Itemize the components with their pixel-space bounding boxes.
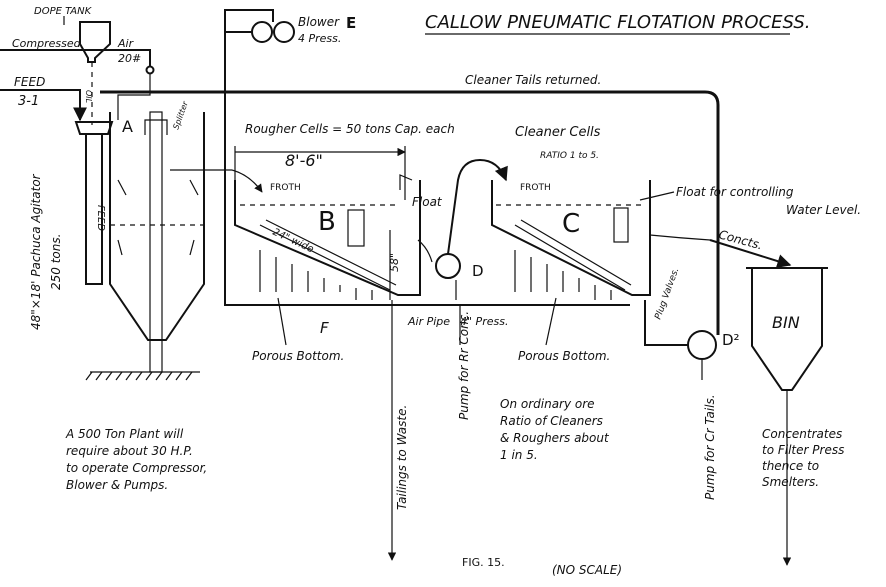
- plant-note-line-2: require about 30 H.P.: [66, 444, 193, 458]
- agitator-tank: [109, 112, 205, 341]
- rougher-air-taps: [259, 250, 373, 300]
- concentrates-line-1: Concentrates: [762, 427, 842, 441]
- porous-bottom-right: Porous Bottom.: [518, 349, 610, 363]
- oil-label: OIL: [84, 90, 93, 103]
- blower-label: Blower: [298, 15, 340, 29]
- splitter-label: Splitter: [171, 100, 190, 131]
- air-pipe-label: Air Pipe: [407, 315, 450, 328]
- float-label: Float: [412, 195, 443, 209]
- concts-pipe: [709, 239, 792, 268]
- air-pressure-label: 20#: [118, 52, 141, 65]
- no-scale-label: (NO SCALE): [552, 563, 622, 577]
- blower-outlet: [224, 9, 274, 32]
- feed-column-label: FEED: [95, 205, 106, 231]
- agitator-to-rougher: [231, 169, 263, 193]
- porous-left-leader: [277, 297, 287, 346]
- cleaner-title: Cleaner Cells: [515, 125, 601, 140]
- float-lever: [399, 174, 413, 190]
- cleaner-air-taps: [514, 250, 612, 300]
- rougher-float: [347, 209, 365, 247]
- cleaner-ratio: RATIO 1 to 5.: [540, 151, 599, 161]
- rougher-conc-coil: [417, 239, 433, 263]
- concentrates-line-4: Smelters.: [762, 475, 819, 489]
- dope-tank-label: DOPE TANK: [34, 6, 93, 17]
- ore-note-line-3: & Roughers about: [500, 431, 610, 445]
- cleaner-tails-pipe: [100, 90, 720, 335]
- froth-b-label: FROTH: [270, 183, 301, 193]
- plant-note-line-4: Blower & Pumps.: [66, 478, 168, 492]
- concentrates-line-3: thence to: [762, 459, 819, 473]
- rougher-cell: [234, 180, 421, 296]
- compressed-air-pipe: [0, 49, 151, 66]
- pump-d-label: D: [472, 262, 484, 280]
- cleaner-tails-outlet: [644, 300, 688, 346]
- blower-rotor-right: [273, 21, 295, 43]
- cell-c-letter: C: [562, 209, 580, 239]
- cleaner-porous-bottom: [514, 219, 632, 291]
- feed-label: FEED: [14, 75, 45, 89]
- air-feed-line: [117, 74, 151, 120]
- porous-bottom-left: Porous Bottom.: [252, 349, 344, 363]
- agitator-letter: A: [122, 117, 133, 136]
- air-label: Air: [117, 37, 135, 50]
- blower-press-label: 4 Press.: [298, 32, 341, 45]
- agitator-flow-arrows: [117, 179, 199, 256]
- float-control-leader: [639, 191, 675, 201]
- pump-d2[interactable]: [687, 330, 717, 360]
- ground-hatch: [85, 371, 193, 381]
- porous-right-leader: [545, 297, 557, 346]
- tailings-label: Tailings to Waste.: [395, 405, 409, 510]
- agitator-hopper: [74, 121, 114, 135]
- plant-note-line-1: A 500 Ton Plant will: [65, 427, 184, 441]
- feed-ratio-label: 3-1: [18, 94, 39, 109]
- plug-valves-label: Plug Valves.: [653, 267, 681, 321]
- feed-column: [85, 133, 103, 285]
- agitator-cap: [144, 119, 168, 135]
- air-valve[interactable]: [145, 65, 155, 75]
- agitator-capacity-label: 250 tons.: [49, 234, 63, 290]
- cleaner-cell: [491, 180, 651, 296]
- height-label: 58": [388, 253, 401, 272]
- feed-pipe: [0, 89, 87, 122]
- pump-d[interactable]: [435, 253, 461, 279]
- pump-rc-label: Pump for Rr Conc.: [457, 311, 471, 420]
- ore-note-line-4: 1 in 5.: [500, 448, 538, 462]
- compressed-label: Compressed: [12, 37, 82, 50]
- water-level-label: Water Level.: [786, 203, 861, 217]
- froth-c-label: FROTH: [520, 183, 551, 193]
- rougher-length-label: 8'-6": [285, 151, 323, 170]
- f-letter: F: [320, 319, 329, 337]
- float-control-label: Float for controlling: [676, 185, 794, 199]
- concentrates-line-2: to Filter Press: [762, 443, 844, 457]
- pump-ct-label: Pump for Cr Tails.: [703, 394, 717, 500]
- plant-note-line-3: to operate Compressor,: [66, 461, 207, 475]
- dope-tank: [79, 21, 111, 63]
- agitator-size-label: 48"×18' Pachuca Agitator: [29, 173, 43, 330]
- concts-coil: [649, 234, 711, 241]
- cleaner-float: [613, 207, 629, 243]
- ore-note-line-1: On ordinary ore: [500, 397, 595, 411]
- agitator-air-lift: [149, 111, 163, 373]
- diagram-title: CALLOW PNEUMATIC FLOTATION PROCESS.: [425, 12, 810, 33]
- air-pipe-press-label: 4" Press.: [460, 315, 508, 328]
- pump-d2-label: D²: [722, 331, 740, 349]
- cleaner-tails-label: Cleaner Tails returned.: [465, 73, 601, 87]
- blower-air-pipe: [224, 31, 630, 306]
- blower-rotor-left: [251, 21, 273, 43]
- figure-label: FIG. 15.: [462, 556, 505, 569]
- cell-b-letter: B: [318, 207, 336, 237]
- pump-d-discharge: [447, 158, 508, 255]
- rougher-title: Rougher Cells = 50 tons Cap. each: [245, 122, 455, 136]
- ore-note-line-2: Ratio of Cleaners: [500, 414, 603, 428]
- blower-letter: E: [346, 14, 356, 32]
- bin-label: BIN: [772, 313, 800, 332]
- rougher-porous-bottom: [259, 219, 397, 291]
